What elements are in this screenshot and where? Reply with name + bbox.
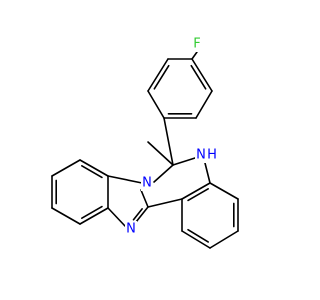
imine-double-bond-inner [132, 208, 143, 221]
benzo-double-bond-inner [187, 188, 209, 202]
benzimidazole-bond [51, 159, 81, 177]
phenyl-bond [147, 58, 169, 92]
amine-hydrogen-label: H [207, 148, 217, 163]
carbon-fluorine-bond [191, 51, 198, 60]
nh-to-benzo-bond [204, 162, 211, 184]
phenyl-bond [191, 58, 213, 92]
phenyl-bond [195, 90, 213, 119]
ring-n-to-c2-bond [140, 189, 149, 208]
chemical-structure: F N H N N [51, 36, 239, 249]
ring-n-to-benzo-bond [107, 175, 143, 184]
benzo-bond [181, 230, 211, 249]
imine-nitrogen-label: N [126, 222, 136, 237]
imine-n-to-benzo-bond [107, 207, 126, 227]
benzimidazole-double-bond-inner [81, 165, 103, 179]
benzimidazole-bond [79, 207, 109, 225]
benzimidazole-double-bond-inner [81, 205, 103, 219]
fluorine-atom-label: F [193, 37, 200, 52]
bond-lines [51, 51, 239, 249]
imine-n-label-bg [125, 221, 137, 237]
c2-to-imine-n-bond [135, 206, 149, 223]
phenyl-double-bond-inner [190, 64, 207, 90]
quaternary-to-nh-bond [172, 157, 196, 166]
benzimidazole-bond [51, 207, 81, 225]
fused-to-c2-bond [147, 198, 183, 208]
benzo-bond [209, 182, 239, 200]
benzo-double-bond-inner [187, 228, 209, 243]
benzimidazole-bond [79, 159, 109, 177]
quaternary-to-ring-n-bond [153, 164, 174, 183]
phenyl-double-bond-inner [153, 64, 170, 90]
amine-nitrogen-label: N [196, 148, 206, 163]
phenyl-bond [147, 90, 165, 119]
methyl-bond [147, 141, 174, 166]
ring-nitrogen-label: N [142, 176, 152, 191]
amine-n-label-bg [195, 147, 207, 163]
fluorine-label-bg [191, 36, 203, 52]
ring-n-label-bg [141, 175, 153, 191]
benzo-bond [181, 182, 211, 200]
phenyl-to-quaternary-bond [163, 117, 174, 166]
benzo-bond [209, 230, 239, 249]
